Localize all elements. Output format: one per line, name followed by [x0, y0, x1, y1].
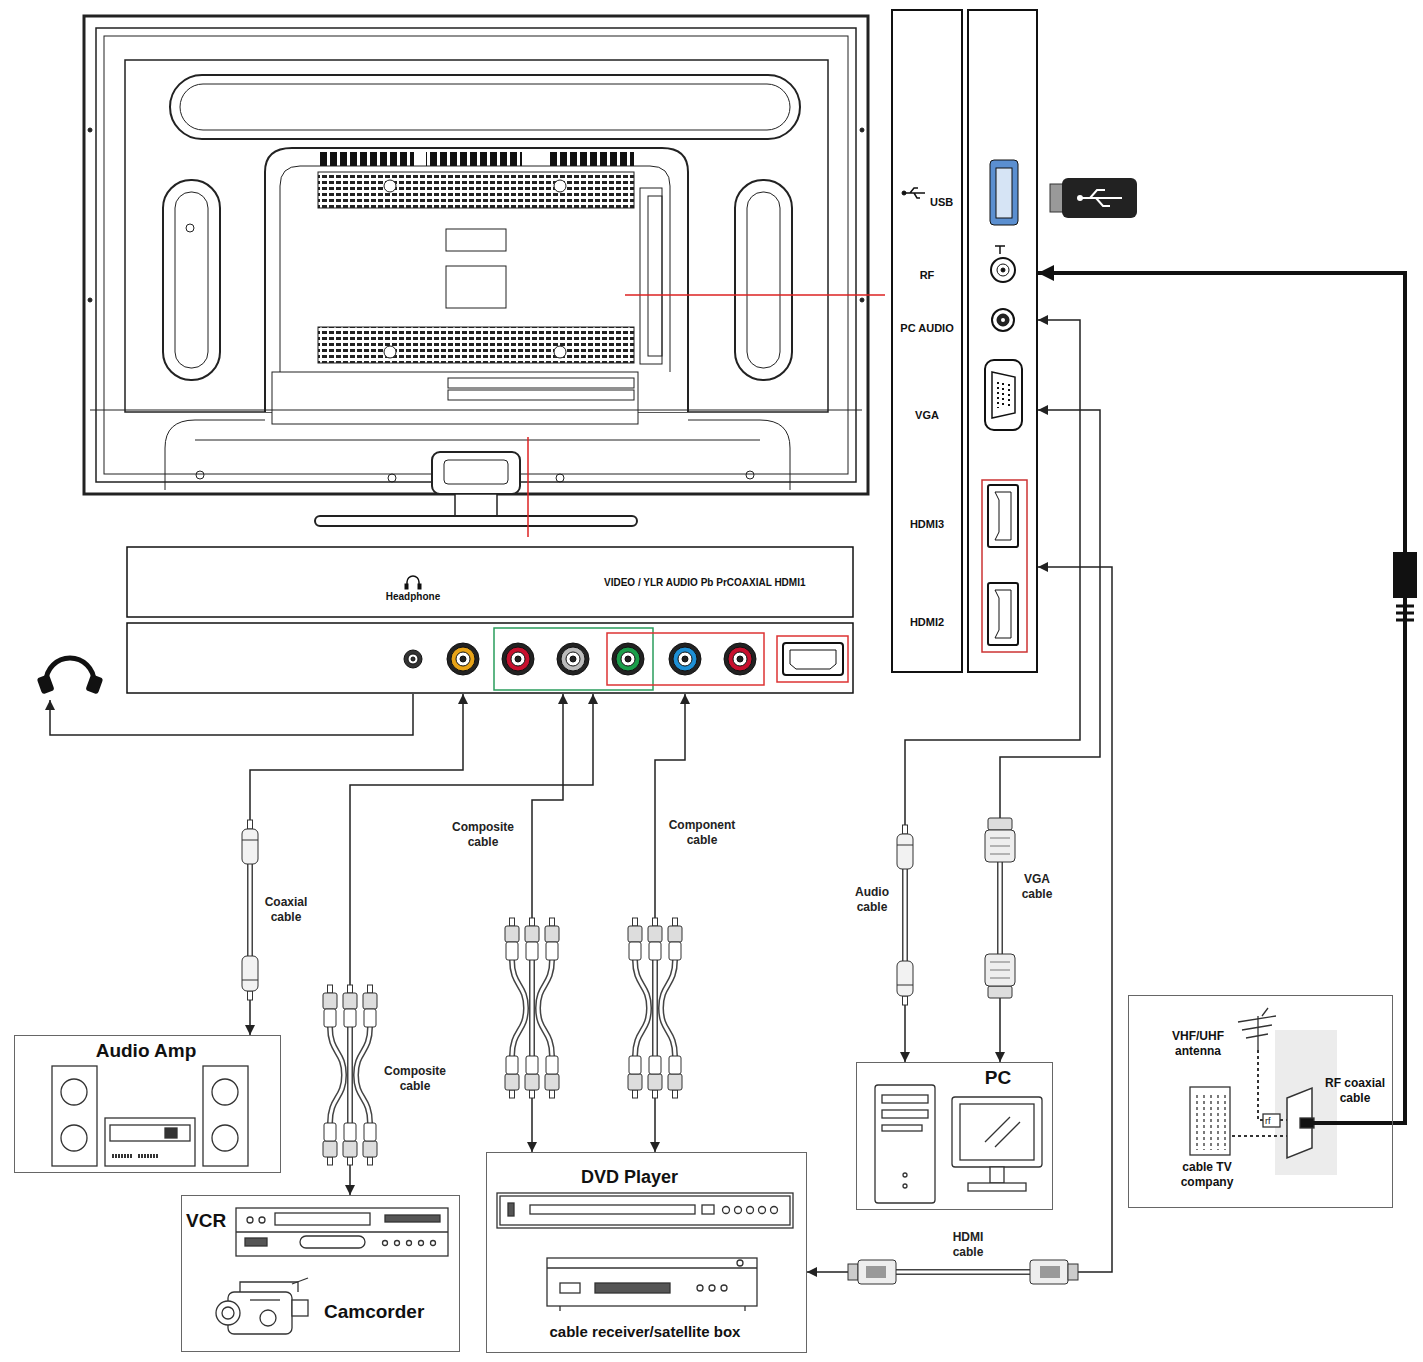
pc-box: PC — [856, 1062, 1053, 1210]
signal-source-box: VHF/UHF antenna cable TV company RF coaxia… — [1128, 995, 1393, 1208]
camcorder-drawing — [216, 1278, 308, 1334]
usb-stick — [1050, 178, 1137, 218]
dvd-drawing — [497, 1193, 793, 1311]
vcr-drawing — [236, 1208, 448, 1256]
tv-rear-view — [84, 16, 868, 526]
side-port-panel: USB RF PC AUDIO VGA HDMI3HDMI2 — [892, 10, 1038, 673]
device-label: VCR — [186, 1210, 226, 1233]
section-marker — [528, 295, 885, 537]
cable-label: Component cable — [662, 818, 742, 848]
device-label: Camcorder — [324, 1301, 424, 1324]
splitter-label: rf — [1265, 1116, 1271, 1126]
bottom-port-panel: Headphone VIDEO / YLR AUDIO Pb PrCOAXIAL … — [127, 547, 854, 694]
port-label: Headphone — [373, 591, 453, 603]
port-label: PC AUDIO — [892, 322, 962, 335]
audio-amp-drawing — [52, 1066, 248, 1166]
side-panel-drawing — [892, 10, 1037, 672]
dvd-player-box: DVD Player cable receiver/satellite box — [486, 1152, 807, 1353]
bottom-panel-drawing — [127, 547, 853, 693]
cable-label: Composite cable — [444, 820, 522, 850]
vcr-camcorder-box: VCR Camcorder — [181, 1195, 460, 1352]
cable-label: VGA cable — [1014, 872, 1060, 902]
cable-connector — [250, 694, 463, 1035]
port-label: VIDEO / YLR AUDIO Pb PrCOAXIAL HDMI1 — [604, 577, 806, 589]
port-label: HDMI2 — [892, 616, 962, 629]
cable-connector — [350, 694, 593, 1195]
port-label: VGA — [892, 409, 962, 422]
cable-label: Composite cable — [376, 1064, 454, 1094]
audio-amp-box: Audio Amp — [14, 1035, 281, 1173]
device-label: VHF/UHF antenna — [1161, 1029, 1235, 1059]
device-label: RF coaxial cable — [1321, 1076, 1389, 1106]
cable-label: Coaxial cable — [258, 895, 314, 925]
cable-label: HDMI cable — [940, 1230, 996, 1260]
device-label: PC — [973, 1067, 1023, 1090]
rf-plug — [1393, 552, 1417, 620]
device-label: Audio Amp — [15, 1040, 277, 1063]
device-label: cable receiver/satellite box — [487, 1323, 803, 1341]
port-label: HDMI3 — [892, 518, 962, 531]
cable-illustrations — [242, 818, 1078, 1284]
cable-label: Audio cable — [846, 885, 898, 915]
device-label: DVD Player — [542, 1167, 717, 1189]
headphone-icon — [37, 658, 413, 735]
port-label: RF — [892, 269, 962, 282]
pc-drawing — [875, 1085, 1042, 1203]
device-label: cable TV company — [1167, 1160, 1247, 1190]
port-label: USB — [930, 196, 953, 209]
